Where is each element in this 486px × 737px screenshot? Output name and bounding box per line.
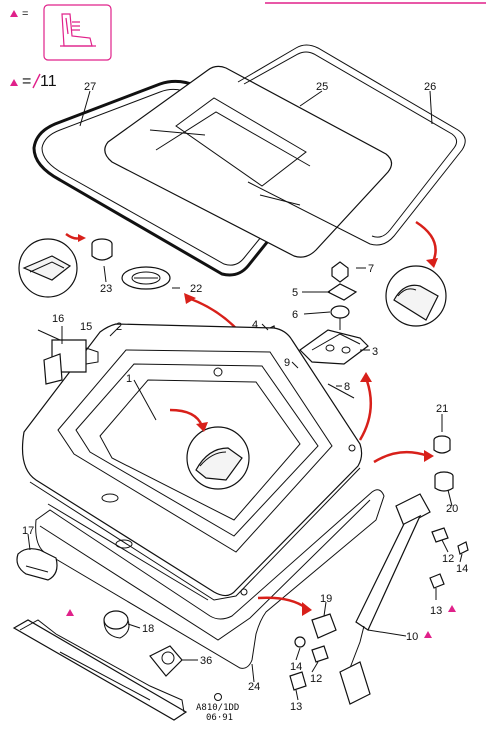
callout-9: 9 bbox=[284, 357, 290, 369]
callout-26: 26 bbox=[424, 81, 436, 93]
plate-bracket bbox=[12, 619, 188, 721]
upper-frame-edge bbox=[155, 111, 311, 167]
lock-15-16 bbox=[37, 329, 99, 385]
callout-21: 21 bbox=[436, 403, 448, 415]
callout-8: 8 bbox=[344, 381, 350, 393]
grommet-23 bbox=[91, 238, 113, 261]
marker-13-icon bbox=[448, 605, 456, 612]
arrow-26 bbox=[415, 220, 437, 265]
callout-7: 7 bbox=[368, 263, 374, 275]
callout-23: 23 bbox=[100, 283, 112, 295]
legend-triangle-icon bbox=[10, 10, 18, 17]
leader-lines bbox=[27, 90, 463, 701]
rear-window-glass-25 bbox=[104, 65, 393, 258]
footer-code: A810/1DD 06·91 bbox=[196, 693, 239, 723]
legend: = = 11 bbox=[10, 4, 112, 90]
callout-17: 17 bbox=[22, 525, 34, 537]
callout-12-bottom: 12 bbox=[310, 673, 322, 685]
callout-22: 22 bbox=[190, 283, 202, 295]
callout-24: 24 bbox=[248, 681, 260, 693]
legend-equals-2: = bbox=[22, 73, 31, 90]
arrow-8 bbox=[358, 377, 372, 441]
callouts: 1 2 3 4 5 6 7 8 9 10 12 12 13 13 14 14 1… bbox=[22, 81, 468, 713]
callout-18: 18 bbox=[142, 623, 154, 635]
fasteners-bottom bbox=[289, 613, 337, 691]
callout-19: 19 bbox=[320, 593, 332, 605]
footer-code-line2: 06·91 bbox=[206, 713, 233, 723]
legend-count: 11 bbox=[40, 73, 57, 90]
callout-25: 25 bbox=[316, 81, 328, 93]
marker-plate-icon bbox=[66, 609, 74, 616]
glass-seal-26 bbox=[237, 44, 466, 246]
cap-17 bbox=[16, 548, 58, 581]
callout-20: 20 bbox=[446, 503, 458, 515]
plug-22 bbox=[121, 266, 171, 290]
detail-circle-glass-seal bbox=[385, 265, 447, 327]
bump-stop-21 bbox=[433, 435, 451, 454]
callout-14-right: 14 bbox=[456, 563, 468, 575]
callout-36: 36 bbox=[200, 655, 212, 667]
callout-16: 16 bbox=[52, 313, 64, 325]
seat-icon-frame bbox=[43, 4, 112, 61]
fasteners-right bbox=[429, 527, 469, 589]
bump-stop-20 bbox=[434, 471, 454, 492]
detail-circle-seal bbox=[18, 232, 86, 298]
callout-6: 6 bbox=[292, 309, 298, 321]
lamp-36 bbox=[149, 645, 183, 677]
callout-5: 5 bbox=[292, 287, 298, 299]
callout-12-right: 12 bbox=[442, 553, 454, 565]
legend-triangle-icon-2 bbox=[10, 79, 18, 86]
callout-27: 27 bbox=[84, 81, 96, 93]
plug-18 bbox=[103, 610, 130, 639]
callout-13-right: 13 bbox=[430, 605, 442, 617]
callout-10: 10 bbox=[406, 631, 418, 643]
arrow-21 bbox=[373, 450, 429, 464]
window-seal-1 bbox=[99, 379, 301, 521]
legend-slash-icon bbox=[32, 73, 41, 89]
detail-circle-window-seal bbox=[186, 426, 250, 490]
callout-13-bottom: 13 bbox=[290, 701, 302, 713]
legend-equals-text: = bbox=[22, 8, 28, 20]
callout-15: 15 bbox=[80, 321, 92, 333]
callout-3: 3 bbox=[372, 346, 378, 358]
callout-14-bottom: 14 bbox=[290, 661, 302, 673]
callout-4: 4 bbox=[252, 319, 258, 331]
gas-strut-10 bbox=[339, 493, 431, 705]
footer-code-line1: A810/1DD bbox=[196, 703, 239, 713]
callout-1: 1 bbox=[126, 373, 132, 385]
callout-2: 2 bbox=[116, 321, 122, 333]
seat-icon bbox=[60, 13, 96, 47]
marker-10-icon bbox=[424, 631, 432, 638]
